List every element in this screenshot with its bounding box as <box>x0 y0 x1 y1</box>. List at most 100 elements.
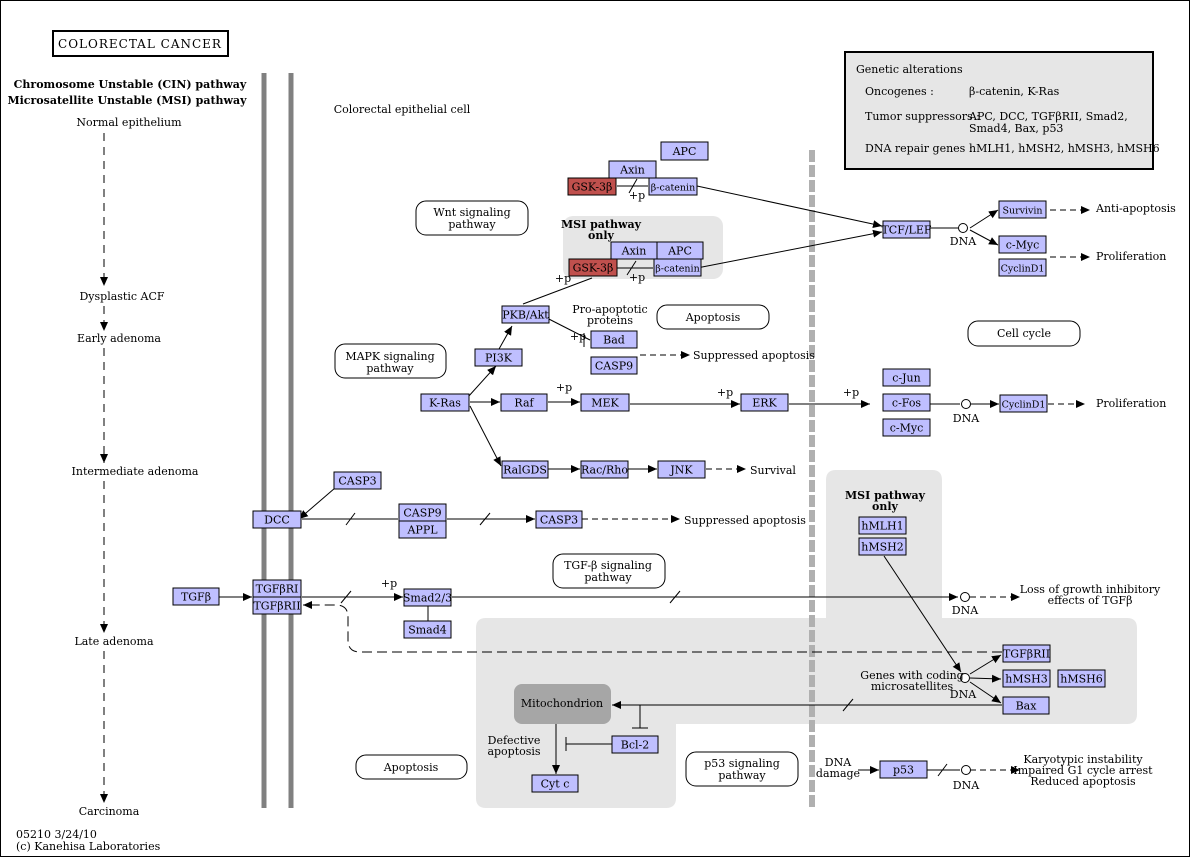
msi-heading: Microsatellite Unstable (MSI) pathway <box>7 94 247 107</box>
gene-node-bax[interactable]: Bax <box>1002 696 1050 715</box>
pro-apoptotic-label-1: Pro-apoptotic <box>572 303 647 316</box>
gene-label-cyclind1-a: CyclinD1 <box>1001 264 1045 275</box>
gene-node-tgfbr2-b[interactable]: TGFβRII <box>1002 644 1051 663</box>
gene-node-casp9-b[interactable]: CASP9 <box>398 503 447 522</box>
gene-label-tgfbr2: TGFβRII <box>253 600 300 613</box>
gene-node-cfos[interactable]: c-Fos <box>882 393 931 412</box>
gene-node-tcflef[interactable]: TCF/LEF <box>881 220 932 239</box>
loss-growth-2: effects of TGFβ <box>1048 594 1133 607</box>
plus-p-4: +p <box>570 330 586 343</box>
gene-node-apc-top[interactable]: APC <box>660 141 709 161</box>
defective-label-2: apoptosis <box>487 745 540 758</box>
p53-label-1: p53 signaling <box>704 757 780 770</box>
gene-node-gsk3b-top[interactable]: GSK-3β <box>567 177 617 196</box>
gene-node-bcat-top[interactable]: β-catenin <box>648 177 698 196</box>
gene-node-ralgds[interactable]: RalGDS <box>501 460 549 479</box>
gene-label-bcat-msi: β-catenin <box>655 264 699 275</box>
gene-label-tgfbr2-b: TGFβRII <box>1003 648 1050 661</box>
gene-node-tgfbr2[interactable]: TGFβRII <box>252 596 302 615</box>
cell-cycle-label: Cell cycle <box>997 327 1051 340</box>
gene-label-racrho: Rac/Rho <box>581 464 628 477</box>
apoptosis-box-top[interactable] <box>656 304 770 330</box>
tgfb-label-1: TGF-β signaling <box>564 559 652 572</box>
gene-node-cyclind1-a[interactable]: CyclinD1 <box>998 258 1047 277</box>
anti-apoptosis-label: Anti-apoptosis <box>1095 202 1176 215</box>
gene-label-survivin: Survivin <box>1002 206 1042 217</box>
gene-node-mek[interactable]: MEK <box>580 393 630 412</box>
gene-node-apc-msi[interactable]: APC <box>656 241 704 260</box>
gene-label-bcat-top: β-catenin <box>651 183 695 194</box>
gene-node-bcat-msi[interactable]: β-catenin <box>653 258 702 277</box>
cell-cycle-box[interactable] <box>967 320 1081 347</box>
gene-node-bcl2[interactable]: Bcl-2 <box>611 735 659 754</box>
p53-pathway-box[interactable] <box>685 751 799 787</box>
wnt-pathway-box[interactable] <box>415 200 529 236</box>
karyo-label-1: Karyotypic instability <box>1023 753 1143 766</box>
defective-label-1: Defective <box>488 734 541 747</box>
suppressed-apoptosis-2: Suppressed apoptosis <box>684 514 806 527</box>
legend-key-oncogenes: Oncogenes : <box>865 85 934 98</box>
gene-node-casp9-a[interactable]: CASP9 <box>590 356 638 375</box>
gene-node-pkb[interactable]: PKB/Akt <box>501 305 550 324</box>
apoptosis-label-top: Apoptosis <box>685 311 741 324</box>
survival-label: Survival <box>750 464 796 477</box>
plus-p-8: +p <box>381 577 397 590</box>
gene-node-cmyc2[interactable]: c-Myc <box>882 418 931 437</box>
gene-label-casp9-b: CASP9 <box>403 507 441 520</box>
gene-node-axin-msi[interactable]: Axin <box>610 241 658 260</box>
gene-label-apc-top: APC <box>672 145 697 158</box>
mapk-pathway-box[interactable] <box>334 343 447 379</box>
pro-apoptotic-label-2: proteins <box>587 314 633 327</box>
gene-node-axin-top[interactable]: Axin <box>608 160 657 179</box>
gene-node-gsk3b-msi[interactable]: GSK-3β <box>568 258 618 277</box>
gene-label-axin-msi: Axin <box>621 245 647 258</box>
plus-p-1: +p <box>629 189 645 202</box>
gene-label-casp9-a: CASP9 <box>595 360 633 373</box>
gene-label-tgfbr1: TGFβRI <box>256 583 299 596</box>
gene-node-hmsh2[interactable]: hMSH2 <box>858 537 907 556</box>
gene-node-jnk[interactable]: JNK <box>657 460 706 479</box>
plus-p-3: +p <box>629 271 645 284</box>
plus-p-2: +p <box>555 272 571 285</box>
gene-node-tgfb[interactable]: TGFβ <box>172 587 220 606</box>
gene-label-mek: MEK <box>591 397 619 410</box>
gene-node-casp3-a[interactable]: CASP3 <box>333 471 382 490</box>
gene-node-survivin[interactable]: Survivin <box>998 200 1047 219</box>
gene-node-p53[interactable]: p53 <box>879 760 928 779</box>
gene-label-tcflef: TCF/LEF <box>881 224 931 237</box>
gene-node-racrho[interactable]: Rac/Rho <box>580 460 629 479</box>
gene-label-axin-top: Axin <box>619 164 645 177</box>
gene-node-hmsh3[interactable]: hMSH3 <box>1002 669 1051 688</box>
gene-node-hmlh1[interactable]: hMLH1 <box>858 516 907 535</box>
gene-node-casp3-b[interactable]: CASP3 <box>535 510 583 529</box>
tgfb-pathway-box[interactable] <box>552 553 666 589</box>
legend-key-dna-repair: DNA repair genes : <box>865 142 973 155</box>
apoptosis-box-bottom[interactable] <box>355 754 468 780</box>
dna-label-5: DNA <box>953 779 980 792</box>
msi-bottom-label-2: only <box>872 500 899 513</box>
gene-node-hmsh6[interactable]: hMSH6 <box>1057 669 1106 688</box>
gene-node-raf[interactable]: Raf <box>500 393 548 412</box>
gene-node-pi3k[interactable]: PI3K <box>474 348 523 367</box>
gene-node-erk[interactable]: ERK <box>740 393 789 412</box>
footer-copyright: (c) Kanehisa Laboratories <box>16 840 161 853</box>
gene-node-smad4[interactable]: Smad4 <box>403 620 452 639</box>
gene-node-dcc[interactable]: DCC <box>252 510 302 529</box>
mapk-label-2: pathway <box>366 362 414 375</box>
gene-label-casp3-a: CASP3 <box>338 475 376 488</box>
legend-value-suppressors-2: Smad4, Bax, p53 <box>969 122 1063 135</box>
gene-node-smad23[interactable]: Smad2/3 <box>403 588 452 607</box>
gene-node-appl[interactable]: APPL <box>398 520 447 539</box>
gene-label-apc-msi: APC <box>667 245 692 258</box>
gene-label-cmyc2: c-Myc <box>890 422 924 435</box>
gene-node-tgfbr1[interactable]: TGFβRI <box>252 579 302 598</box>
gene-node-cyclind1-b[interactable]: CyclinD1 <box>999 394 1048 413</box>
plus-p-7: +p <box>843 386 859 399</box>
gene-node-cytc[interactable]: Cyt c <box>531 774 579 793</box>
gene-node-bad[interactable]: Bad <box>590 330 638 349</box>
p53-label-2: pathway <box>718 769 766 782</box>
gene-node-cmyc1[interactable]: c-Myc <box>998 235 1047 254</box>
gene-node-kras[interactable]: K-Ras <box>420 393 470 412</box>
gene-node-cjun[interactable]: c-Jun <box>882 368 931 387</box>
